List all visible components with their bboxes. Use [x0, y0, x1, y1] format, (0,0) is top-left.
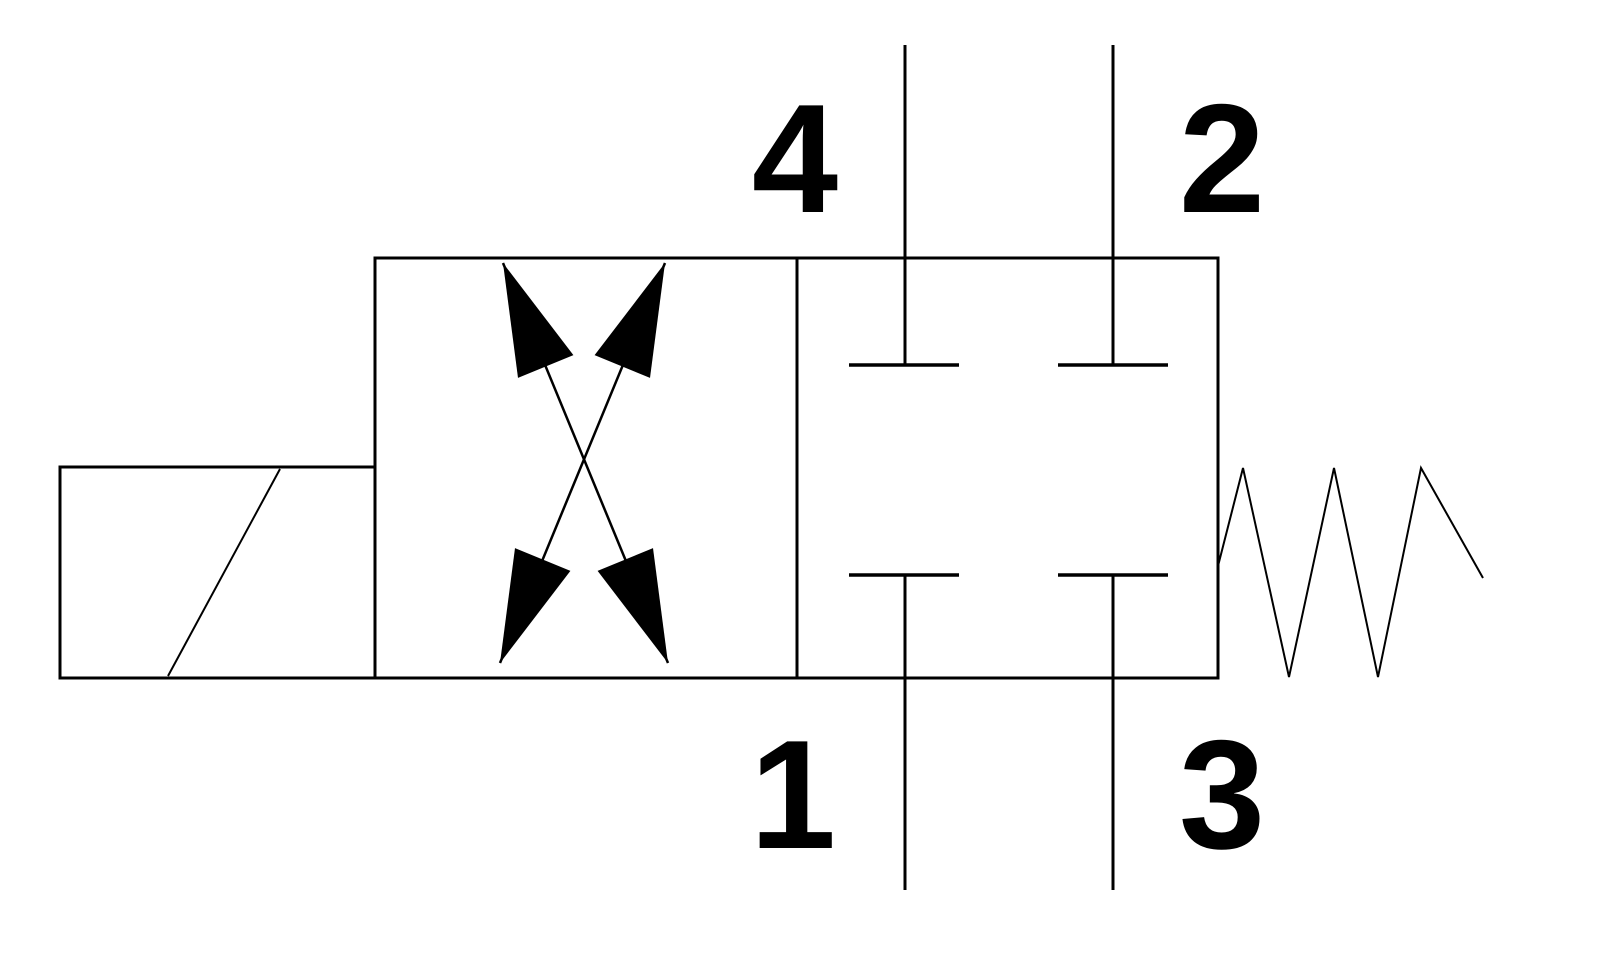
- solenoid-diagonal-line: [167, 468, 281, 677]
- blocked-ports: [849, 363, 1168, 577]
- solenoid-actuator: [58, 465, 377, 680]
- valve-body: [373, 256, 1220, 680]
- port-connections: [903, 45, 1115, 890]
- port-4-label: 4: [752, 72, 838, 245]
- port-2-label: 2: [1179, 72, 1265, 245]
- arrowhead-top-right: [594, 263, 665, 378]
- crossed-flow-arrows: [498, 262, 670, 664]
- port-3-label: 3: [1179, 708, 1265, 881]
- solenoid-box: [58, 465, 377, 680]
- port-labels: 4 2 1 3: [750, 72, 1265, 881]
- spring-zigzag: [1217, 465, 1484, 678]
- arrowhead-top-left: [503, 263, 574, 378]
- port-1-label: 1: [750, 708, 836, 881]
- arrowhead-bottom-left: [500, 548, 571, 663]
- return-spring: [1217, 465, 1484, 678]
- arrowhead-bottom-right: [597, 548, 668, 663]
